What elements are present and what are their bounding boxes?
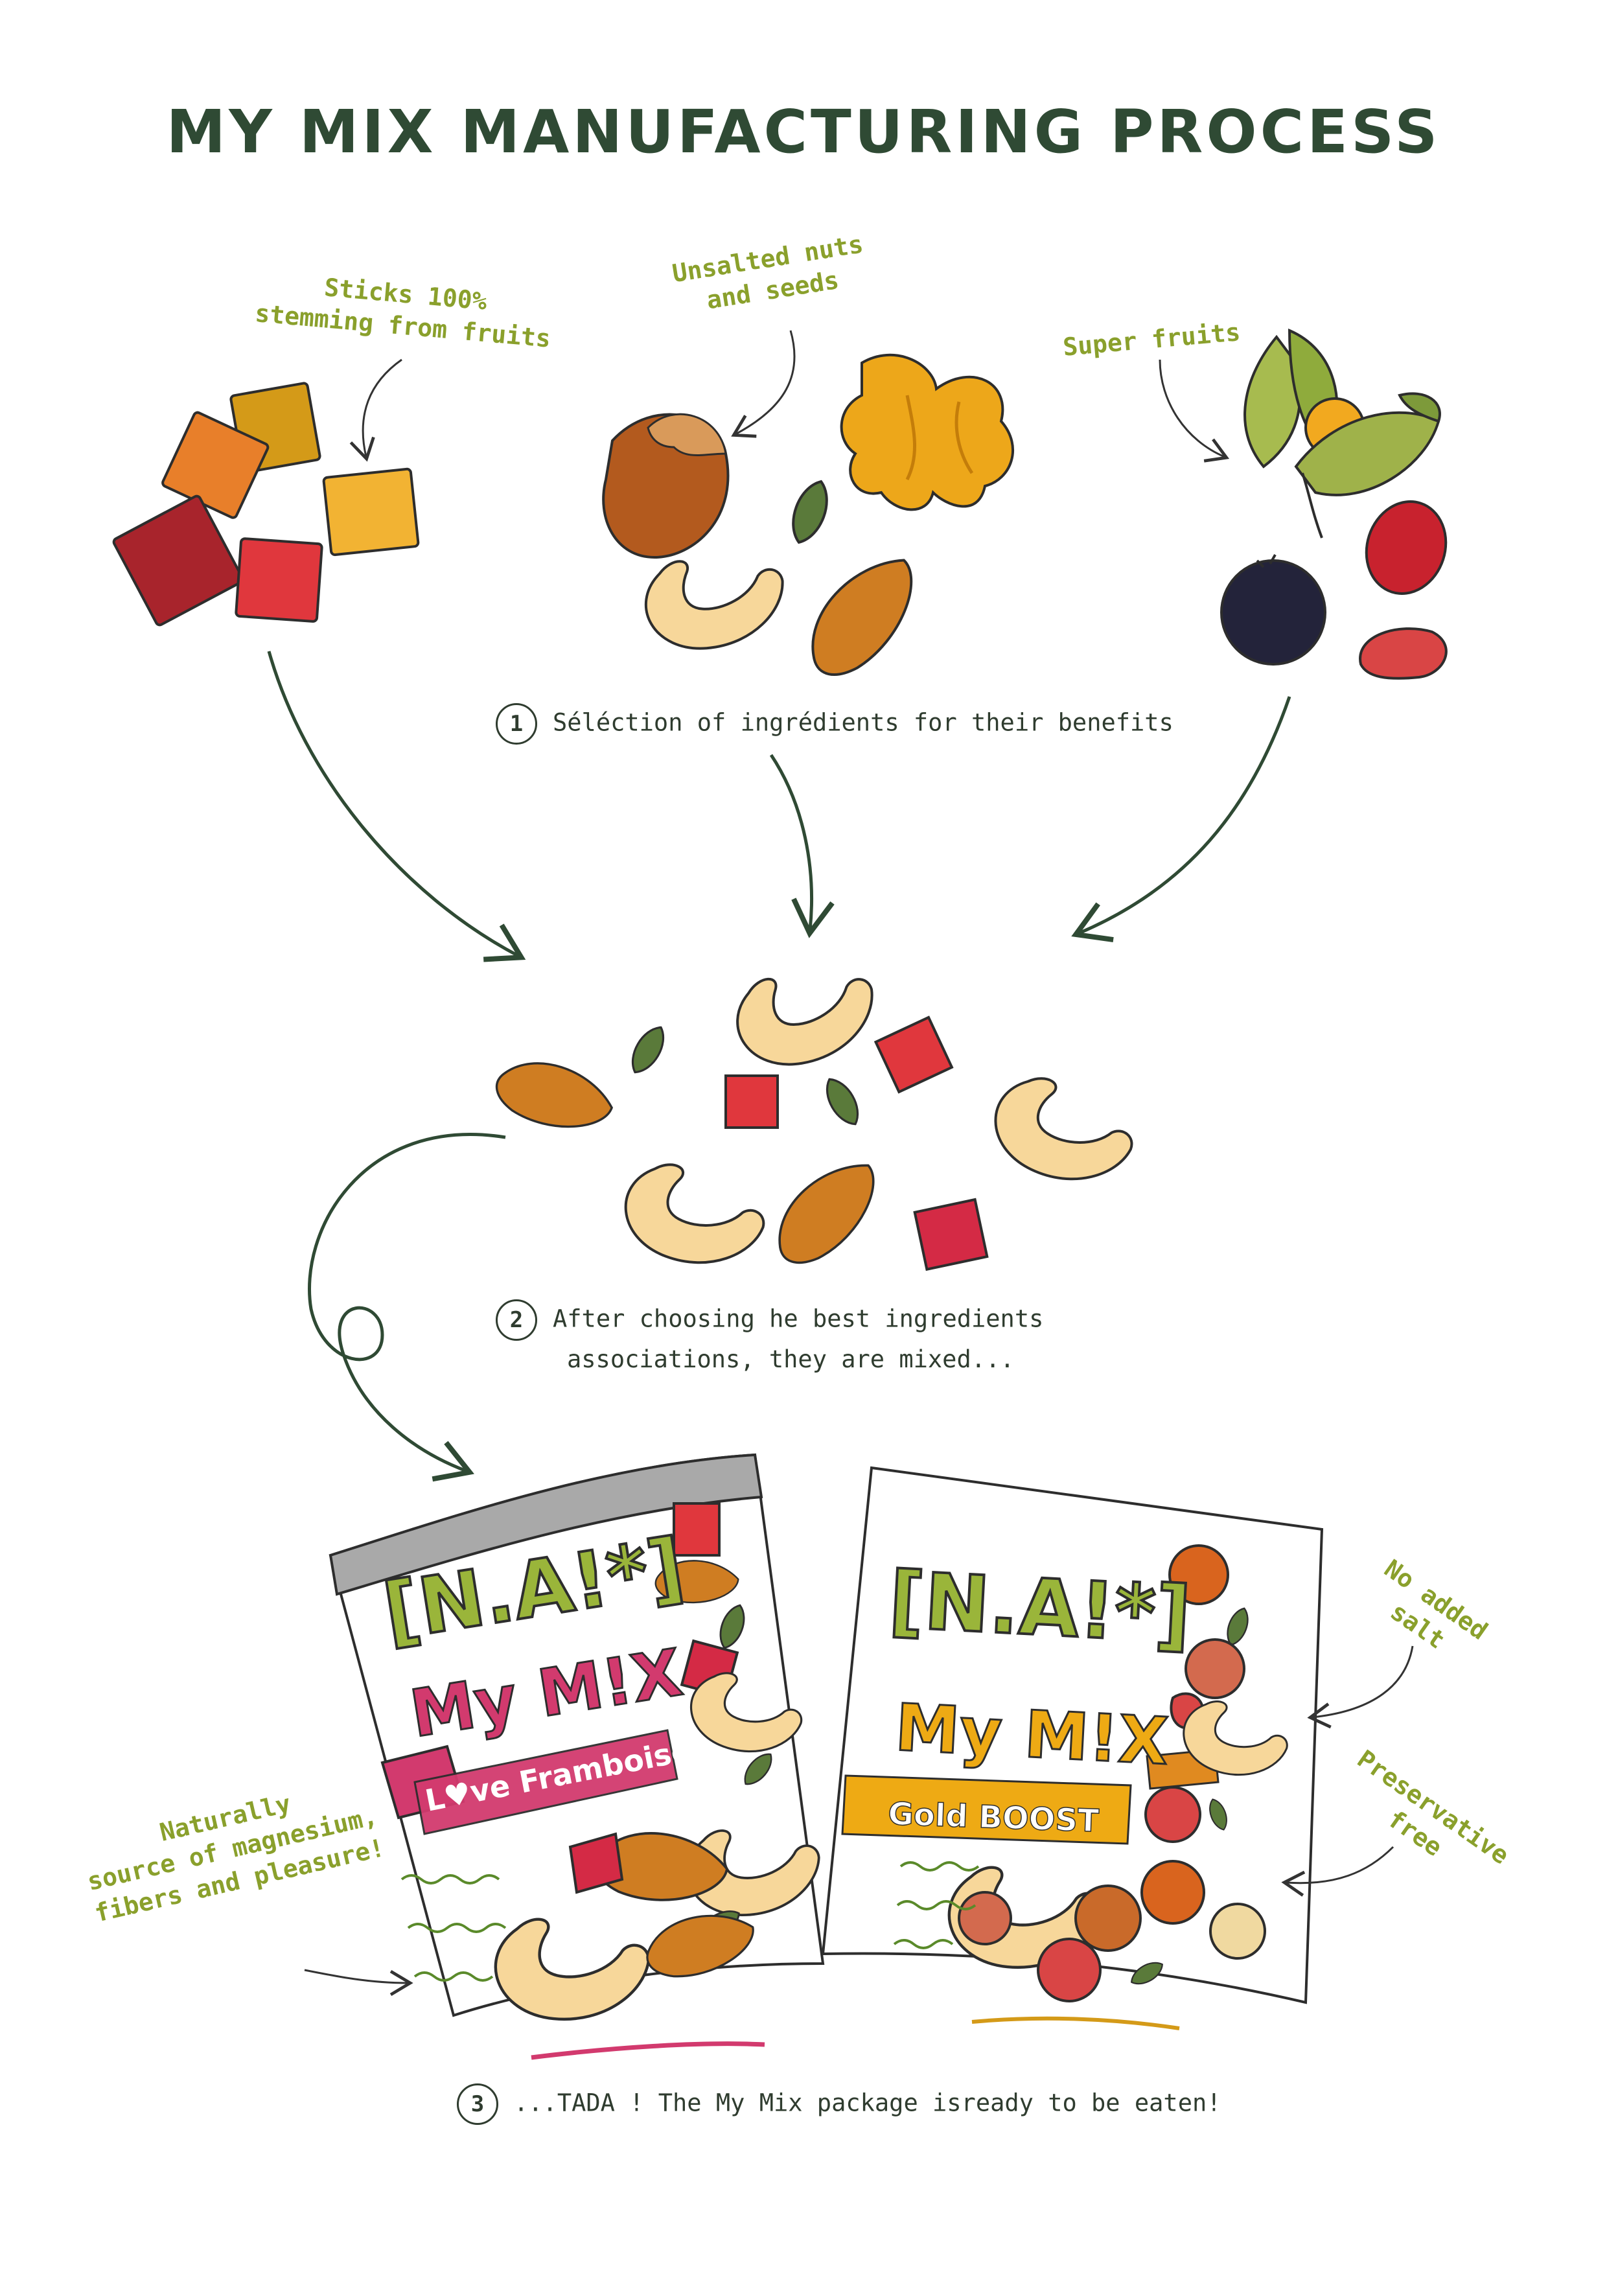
step-1-number: 1 [496, 703, 537, 745]
arrow-fruits-to-mix [1071, 696, 1291, 942]
arrow-no-salt [1307, 1645, 1414, 1729]
step-1-text: Séléction of ingrédients for their benef… [553, 708, 1173, 737]
nuts-and-seeds [602, 353, 1014, 685]
step-2-number: 2 [496, 1299, 537, 1341]
step-3-text: ...TADA ! The My Mix package isready to … [514, 2089, 1221, 2117]
arrow-to-nuts [731, 330, 796, 438]
super-fruits [1220, 328, 1448, 680]
page-title: MY MIX MANUFACTURING PROCESS [166, 97, 1441, 167]
arrow-nuts-to-mix [769, 754, 835, 938]
step-1: 1 Séléction of ingrédients for their bene… [496, 703, 1173, 745]
package-2-name: My M!X [894, 1689, 1170, 1780]
package-2-flavor: Gold BOOST [888, 1796, 1100, 1839]
arrow-natural [304, 1969, 413, 1997]
step-2-text-line-1: After choosing he best ingredients [553, 1305, 1044, 1333]
package-gold-boost: [N.A!*] My M!X Gold BOOST [821, 1466, 1324, 2030]
step-3: 3 ...TADA ! The My Mix package isready to… [457, 2083, 1221, 2125]
ingredient-mix [487, 945, 1144, 1275]
step-2-text-line-2: associations, they are mixed... [567, 1345, 1015, 1373]
arrow-sticks-to-mix [267, 651, 526, 962]
step-3-number: 3 [457, 2083, 498, 2125]
step-2: 2 After choosing he best ingredients asso… [496, 1299, 1043, 1378]
arrow-to-sticks [349, 358, 402, 462]
arrow-preservative [1281, 1846, 1394, 1897]
package-love-framboise: [N.A!*] My M!X L♥ve Framboise [329, 1453, 828, 2060]
arrow-to-super-fruits [1159, 359, 1230, 463]
package-1-flavor-band [413, 1729, 678, 1835]
package-2-brand: [N.A!*] [886, 1555, 1193, 1661]
arrow-mix-to-package [308, 1133, 506, 1482]
fruit-sticks [112, 382, 420, 627]
